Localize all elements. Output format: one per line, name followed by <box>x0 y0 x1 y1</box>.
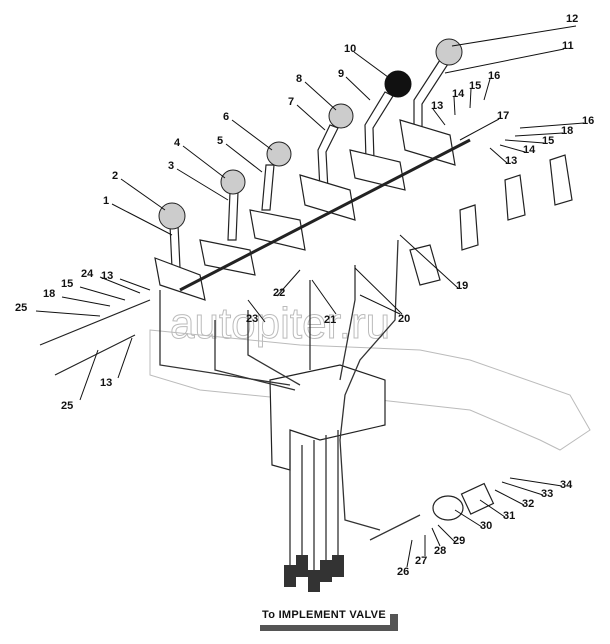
callout-2: 2 <box>112 170 118 182</box>
callout-16: 16 <box>488 70 500 82</box>
callout-8: 8 <box>296 73 302 85</box>
callout-12: 12 <box>566 13 578 25</box>
control-box <box>269 364 386 471</box>
callout-18b: 18 <box>43 288 55 300</box>
tractor-outline <box>149 329 591 451</box>
callout-22: 22 <box>273 287 285 299</box>
callout-15: 15 <box>469 80 481 92</box>
callout-1: 1 <box>103 195 109 207</box>
footer-bar <box>260 625 398 631</box>
callout-21: 21 <box>324 314 336 326</box>
rods <box>39 299 151 376</box>
callout-14: 14 <box>452 88 465 100</box>
callout-5: 5 <box>217 135 223 147</box>
callout-23: 23 <box>246 313 258 325</box>
callout-20: 20 <box>398 313 410 325</box>
callout-25: 25 <box>15 302 27 314</box>
callout-13b: 13 <box>505 155 517 167</box>
callout-13d: 13 <box>100 377 112 389</box>
callout-13: 13 <box>431 100 443 112</box>
callout-14b: 14 <box>523 144 536 156</box>
callout-15b: 15 <box>542 135 554 147</box>
callout-24: 24 <box>81 268 94 280</box>
callout-31: 31 <box>503 510 515 522</box>
callout-16b: 16 <box>582 115 594 127</box>
callout-4: 4 <box>174 137 181 149</box>
callout-10: 10 <box>344 43 356 55</box>
footer-label: To IMPLEMENT VALVE <box>262 609 386 621</box>
callout-32: 32 <box>522 498 534 510</box>
callout-30: 30 <box>480 520 492 532</box>
callout-17: 17 <box>497 110 509 122</box>
callout-15c: 15 <box>61 278 73 290</box>
callout-26: 26 <box>397 566 409 578</box>
callout-29: 29 <box>453 535 465 547</box>
callout-9: 9 <box>338 68 344 80</box>
cables <box>159 239 495 592</box>
callout-7: 7 <box>288 96 294 108</box>
callout-6: 6 <box>223 111 229 123</box>
callout-33: 33 <box>541 488 553 500</box>
callout-27: 27 <box>415 555 427 567</box>
callout-3: 3 <box>168 160 174 172</box>
callout-labels: 12 11 16 15 14 13 10 9 8 7 17 16 18 15 1… <box>15 13 594 578</box>
callout-13c: 13 <box>101 270 113 282</box>
watermark: autopiter.ru <box>170 299 390 348</box>
callout-11: 11 <box>562 40 574 52</box>
lever-brackets <box>154 119 573 301</box>
callout-19: 19 <box>456 280 468 292</box>
leader-lines <box>35 25 585 568</box>
callout-25b: 25 <box>61 400 73 412</box>
callout-34: 34 <box>560 479 573 491</box>
callout-28: 28 <box>434 545 446 557</box>
footer-bar-tick <box>390 614 398 626</box>
callout-18: 18 <box>561 125 573 137</box>
